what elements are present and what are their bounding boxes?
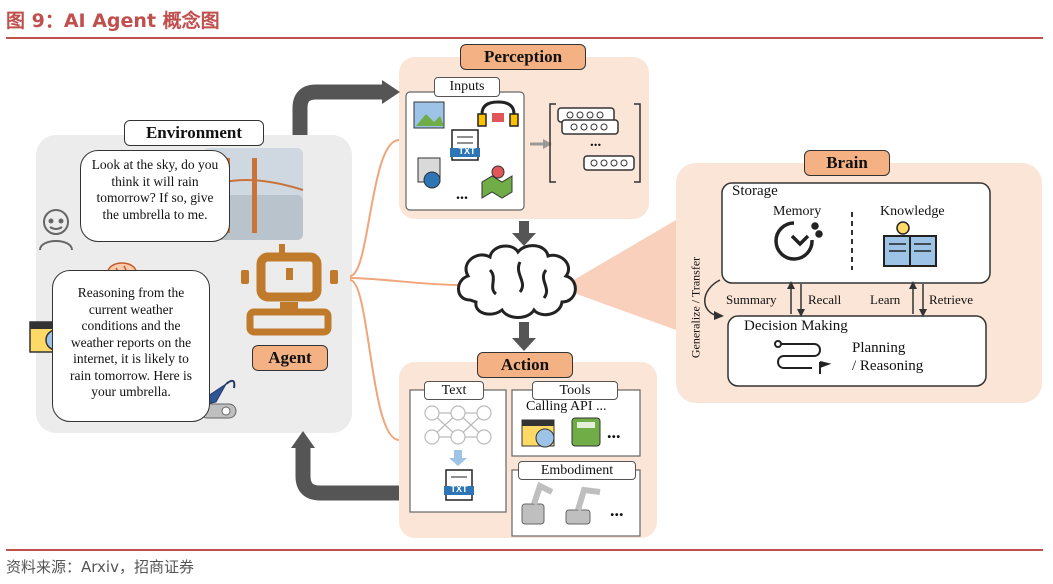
embedding-vectors: [557, 107, 635, 171]
arrow-to-environment: [295, 448, 399, 501]
inputs-ellipsis: ...: [456, 186, 468, 203]
title-rule: [6, 37, 1043, 39]
knowledge-icon: [883, 221, 937, 267]
memory-label: Memory: [773, 204, 822, 219]
footer-rule: [6, 549, 1043, 551]
storage-label: Storage: [732, 183, 778, 199]
vector-ellipsis: ...: [590, 134, 602, 150]
tools-ellipsis: ...: [607, 422, 621, 442]
arrow-brain-action: [519, 322, 529, 340]
tools-label: Tools: [532, 381, 618, 400]
inputs-label: Inputs: [434, 77, 500, 97]
user-question-bubble: Look at the sky, do you think it will ra…: [80, 150, 230, 242]
calling-api-label: Calling API ...: [526, 399, 607, 414]
arrow-to-perception: [292, 84, 382, 135]
embodiment-label: Embodiment: [518, 461, 636, 480]
connector-action: [349, 279, 400, 441]
brain-icon: [457, 244, 577, 319]
touch-icon: [417, 157, 441, 189]
agent-answer-bubble: Reasoning from the current weather condi…: [52, 270, 210, 422]
recall-label: Recall: [808, 292, 842, 307]
brain-label: Brain: [804, 150, 890, 176]
learn-label: Learn: [870, 292, 901, 307]
perception-label: Perception: [460, 44, 586, 70]
planning-icon: [774, 340, 832, 374]
text-doc-icon: [444, 469, 474, 501]
text-doc-badge: TXT: [450, 484, 468, 494]
connector-brain: [349, 277, 463, 286]
neural-network-icon: [424, 405, 492, 445]
text-label: Text: [424, 381, 484, 400]
source-note: 资料来源：Arxiv，招商证券: [6, 558, 194, 576]
arrow-to-environment-head: [291, 431, 315, 448]
connector-perception: [349, 139, 400, 277]
arrow-perception-brain: [519, 221, 529, 235]
document-icon: [450, 129, 480, 161]
image-icon: [413, 101, 445, 129]
retrieve-label: Retrieve: [929, 292, 974, 307]
focus-beam: [560, 220, 676, 330]
embodiment-ellipsis: ...: [610, 500, 624, 520]
environment-label: Environment: [124, 120, 264, 146]
map-icon: [481, 165, 513, 199]
planning-label: Planning: [852, 340, 906, 356]
decision-making-label: Decision Making: [744, 318, 848, 334]
web-api-icon: [521, 419, 555, 448]
agent-label: Agent: [252, 345, 328, 371]
txt-badge: TXT: [458, 146, 476, 156]
generalize-label: Generalize / Transfer: [688, 256, 703, 359]
headphones-icon: [477, 100, 519, 127]
figure-title: 图 9：AI Agent 概念图: [6, 10, 220, 32]
memory-icon: [774, 221, 823, 261]
summary-label: Summary: [726, 292, 777, 307]
robot-arm-embodiment-icon: [521, 481, 601, 525]
action-label: Action: [477, 352, 573, 378]
arrow-to-perception-head: [382, 80, 400, 104]
knowledge-label: Knowledge: [880, 204, 945, 219]
calculator-icon: [571, 417, 601, 447]
reasoning-label: / Reasoning: [852, 358, 924, 374]
person-icon: [39, 209, 73, 251]
agent-robot-icon: [241, 244, 338, 336]
